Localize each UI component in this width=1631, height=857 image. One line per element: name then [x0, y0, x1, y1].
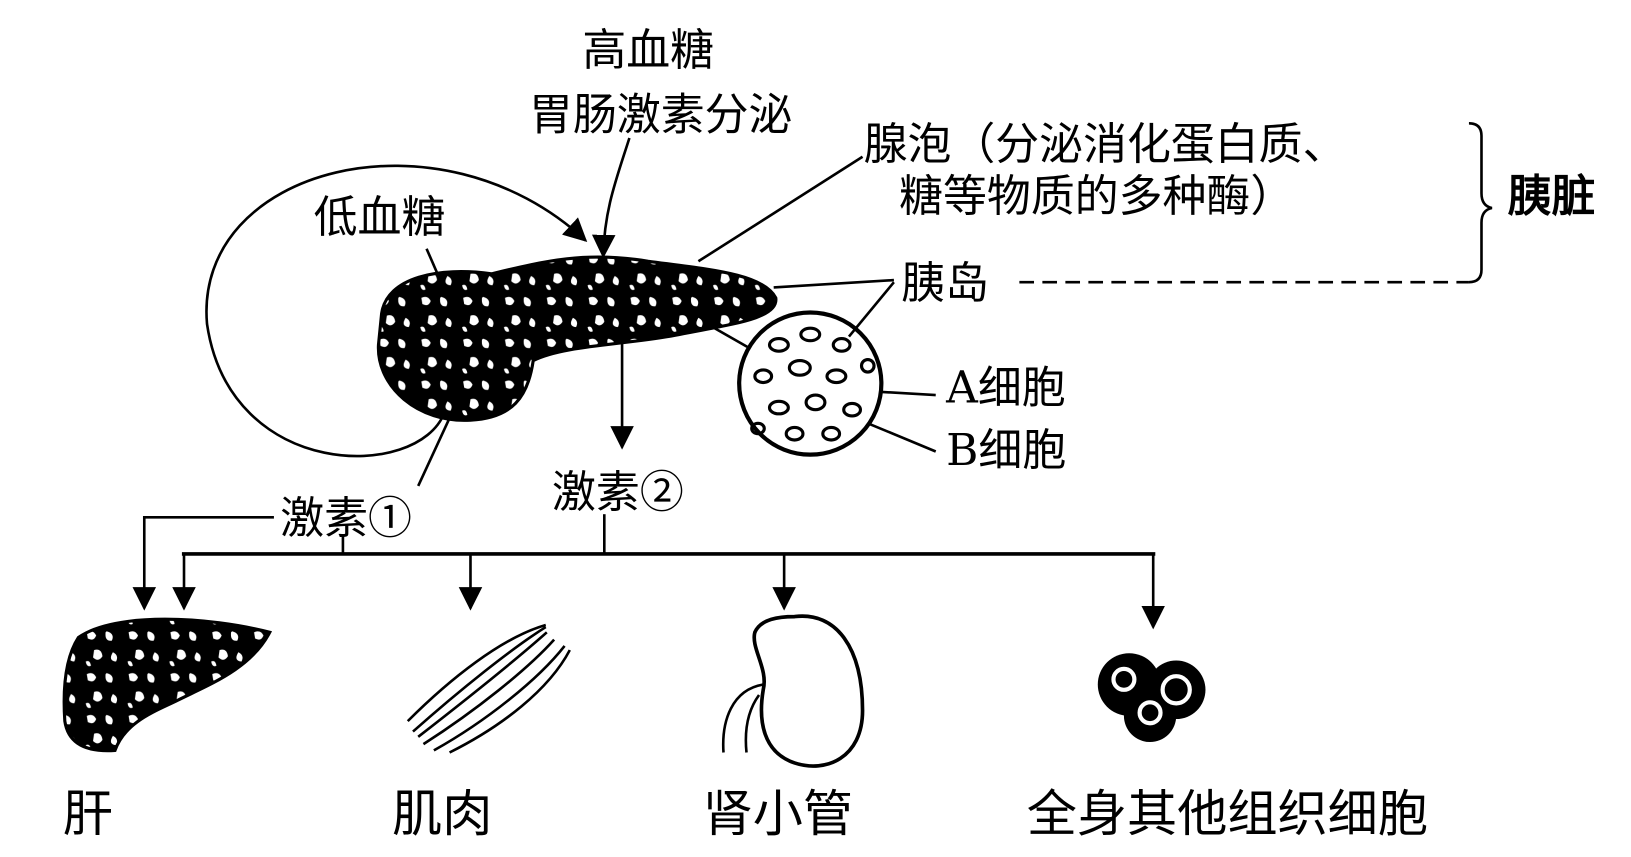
- target-renal-tubule: 肾小管: [703, 784, 854, 843]
- high-glucose-label: 高血糖: [582, 25, 714, 76]
- islet-magnified: [737, 310, 884, 457]
- low-glucose-label: 低血糖: [314, 192, 446, 243]
- hormone1-to-liver-arrow: [132, 516, 274, 611]
- hormone1-label: 激素①: [280, 493, 412, 544]
- islet-pointer-2: [847, 281, 895, 338]
- a-cell-pointer: [881, 390, 936, 397]
- gut-hormone-label: 胃肠激素分泌: [529, 90, 792, 141]
- feedback-loop-arrow: [205, 164, 588, 458]
- acinus-pointer: [697, 155, 864, 263]
- liver-icon: [62, 617, 273, 753]
- b-cell-pointer: [867, 422, 937, 453]
- target-muscle: 肌肉: [392, 784, 492, 843]
- hormone2-label: 激素②: [552, 467, 684, 518]
- muscle-icon: [406, 623, 571, 754]
- islet-cells: [750, 326, 876, 442]
- acinus-label-line1: 腺泡（分泌消化蛋白质、: [864, 119, 1347, 170]
- b-cell-label: B细胞: [946, 425, 1066, 476]
- acinus-label-line2: 糖等物质的多种酶）: [899, 171, 1294, 222]
- pancreas-drawing: [376, 255, 778, 422]
- pancreas-label: 胰脏: [1508, 171, 1596, 222]
- a-cell-label: A细胞: [945, 362, 1066, 413]
- cell-cluster-icon: [1097, 653, 1206, 743]
- target-liver: 肝: [63, 784, 113, 843]
- pancreas-brace: [1468, 122, 1493, 284]
- gut-hormone-arrow: [591, 137, 631, 259]
- target-other-cells: 全身其他组织细胞: [1027, 784, 1428, 843]
- islet-pointer-1: [773, 278, 894, 289]
- low-glucose-pointer: [425, 248, 456, 315]
- kidney-icon: [721, 614, 865, 768]
- hormone1-pointer: [417, 417, 451, 487]
- islet-connector: [710, 324, 749, 349]
- islet-label: 胰岛: [901, 258, 989, 309]
